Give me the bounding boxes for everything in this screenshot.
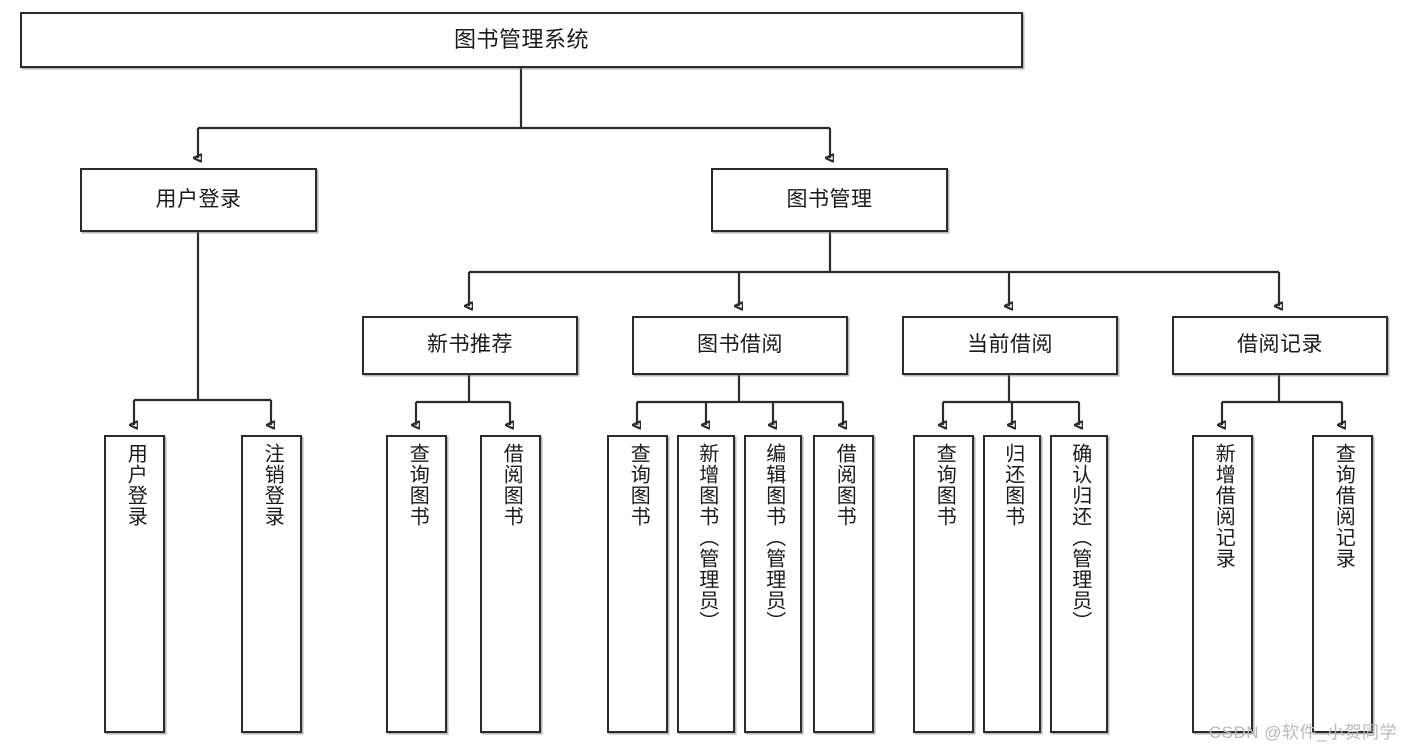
leaf-book-borrow-add[interactable]: 新增图书（管理员） [677, 435, 735, 733]
node-root-system[interactable]: 图书管理系统 [20, 12, 1023, 68]
node-label: 用户登录 [155, 187, 242, 211]
node-label: 查询图书 [933, 443, 956, 527]
node-label: 当前借阅 [967, 333, 1053, 357]
node-label: 图书管理 [786, 187, 873, 211]
node-label: 注销登录 [261, 443, 284, 527]
node-user-login[interactable]: 用户登录 [80, 168, 317, 232]
node-label: 编辑图书（管理员） [762, 443, 785, 632]
node-label: 查询图书 [406, 443, 429, 527]
leaf-borrow-record-add[interactable]: 新增借阅记录 [1192, 435, 1253, 733]
node-label: 图书借阅 [697, 333, 783, 357]
leaf-book-borrow-edit[interactable]: 编辑图书（管理员） [744, 435, 802, 733]
node-label: 归还图书 [1001, 443, 1024, 527]
node-label: 确认归还（管理员） [1068, 443, 1091, 632]
leaf-current-borrow-confirm[interactable]: 确认归还（管理员） [1050, 435, 1108, 733]
node-label: 新增借阅记录 [1212, 443, 1235, 569]
node-label: 新增图书（管理员） [695, 443, 718, 632]
node-label: 借阅图书 [500, 443, 523, 527]
node-book-borrow[interactable]: 图书借阅 [632, 316, 848, 375]
leaf-new-book-query[interactable]: 查询图书 [386, 435, 447, 733]
leaf-new-book-borrow[interactable]: 借阅图书 [480, 435, 541, 733]
leaf-current-borrow-query[interactable]: 查询图书 [913, 435, 974, 733]
node-book-management[interactable]: 图书管理 [711, 168, 948, 232]
node-label: 新书推荐 [427, 333, 513, 357]
leaf-book-borrow-query[interactable]: 查询图书 [607, 435, 668, 733]
csdn-watermark: CSDN @软件_小贺同学 [1208, 723, 1397, 742]
leaf-borrow-record-query[interactable]: 查询借阅记录 [1312, 435, 1373, 733]
leaf-user-login-signout[interactable]: 注销登录 [241, 435, 302, 733]
node-label: 借阅图书 [833, 443, 856, 527]
node-current-borrow[interactable]: 当前借阅 [902, 316, 1118, 375]
node-label: 图书管理系统 [453, 27, 589, 53]
node-label: 查询借阅记录 [1332, 443, 1355, 569]
node-label: 借阅记录 [1237, 333, 1323, 357]
leaf-book-borrow-lend[interactable]: 借阅图书 [813, 435, 874, 733]
node-new-book-recommend[interactable]: 新书推荐 [362, 316, 578, 375]
leaf-user-login-signin[interactable]: 用户登录 [104, 435, 165, 733]
node-borrow-record[interactable]: 借阅记录 [1172, 316, 1388, 375]
node-label: 用户登录 [124, 443, 147, 527]
leaf-current-borrow-return[interactable]: 归还图书 [983, 435, 1041, 733]
node-label: 查询图书 [627, 443, 650, 527]
